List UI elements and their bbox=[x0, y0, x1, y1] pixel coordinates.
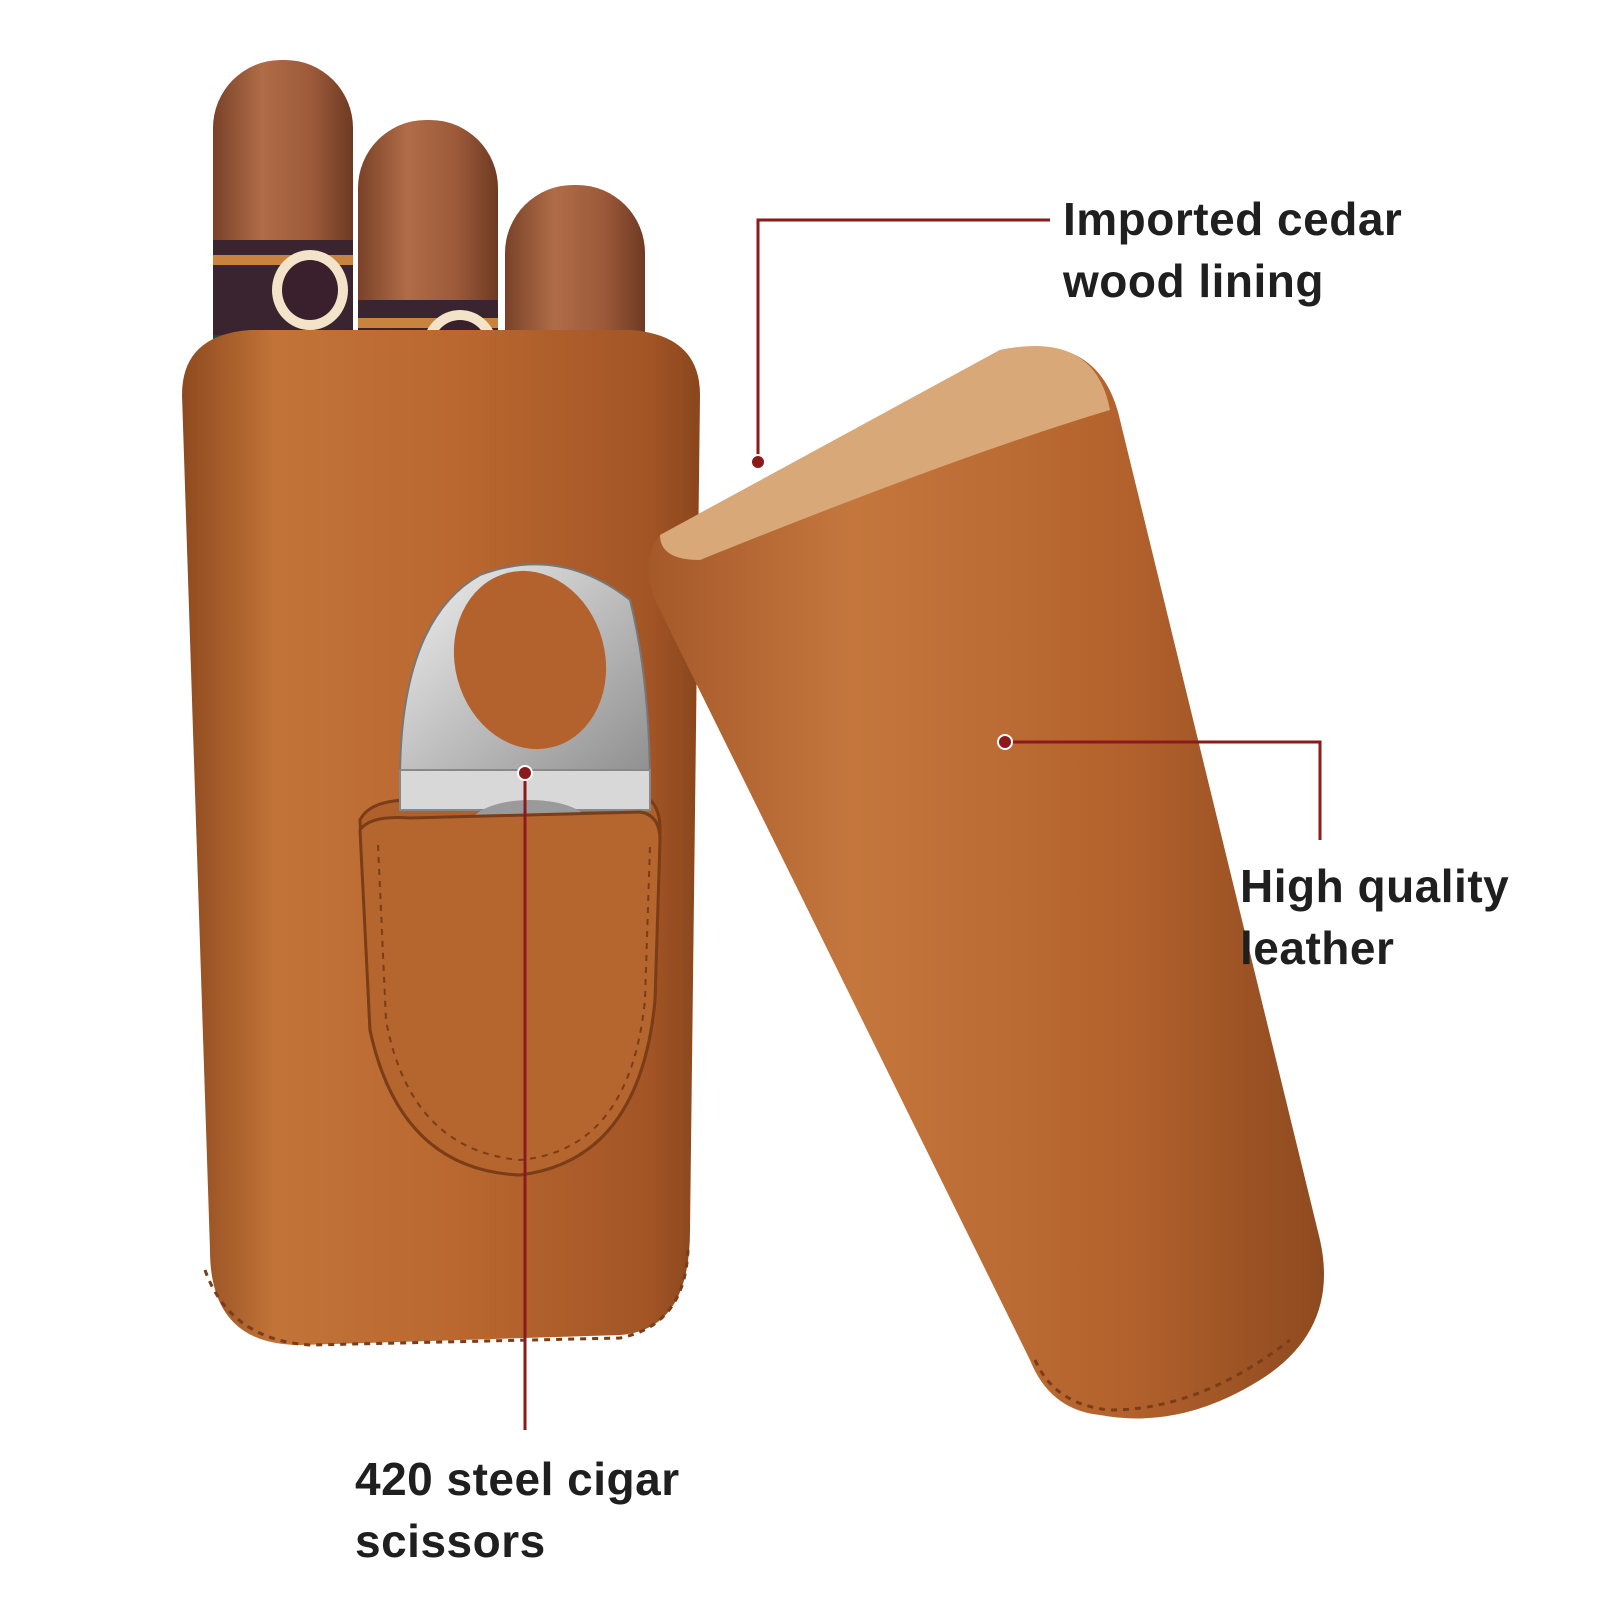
callout-dot-cedar bbox=[750, 454, 766, 470]
callout-dot-scissors bbox=[517, 765, 533, 781]
callout-scissors-line2: scissors bbox=[355, 1515, 546, 1567]
callout-leather-line2: leather bbox=[1240, 922, 1395, 974]
callout-cedar-lining: Imported cedar wood lining bbox=[1063, 188, 1402, 312]
callout-dots bbox=[517, 454, 1013, 781]
callout-line-leather bbox=[1005, 740, 1322, 840]
callout-cedar-line2: wood lining bbox=[1063, 255, 1324, 307]
callout-scissors-line1: 420 steel cigar bbox=[355, 1453, 680, 1505]
callout-line-cedar bbox=[756, 218, 1050, 462]
callout-cedar-line1: Imported cedar bbox=[1063, 193, 1403, 245]
callout-lines bbox=[523, 218, 1322, 1430]
callout-leather: High quality leather bbox=[1240, 855, 1509, 979]
callout-dot-leather bbox=[997, 734, 1013, 750]
case-cap bbox=[648, 346, 1324, 1419]
callout-scissors: 420 steel cigar scissors bbox=[355, 1448, 680, 1572]
callout-leather-line1: High quality bbox=[1240, 860, 1510, 912]
